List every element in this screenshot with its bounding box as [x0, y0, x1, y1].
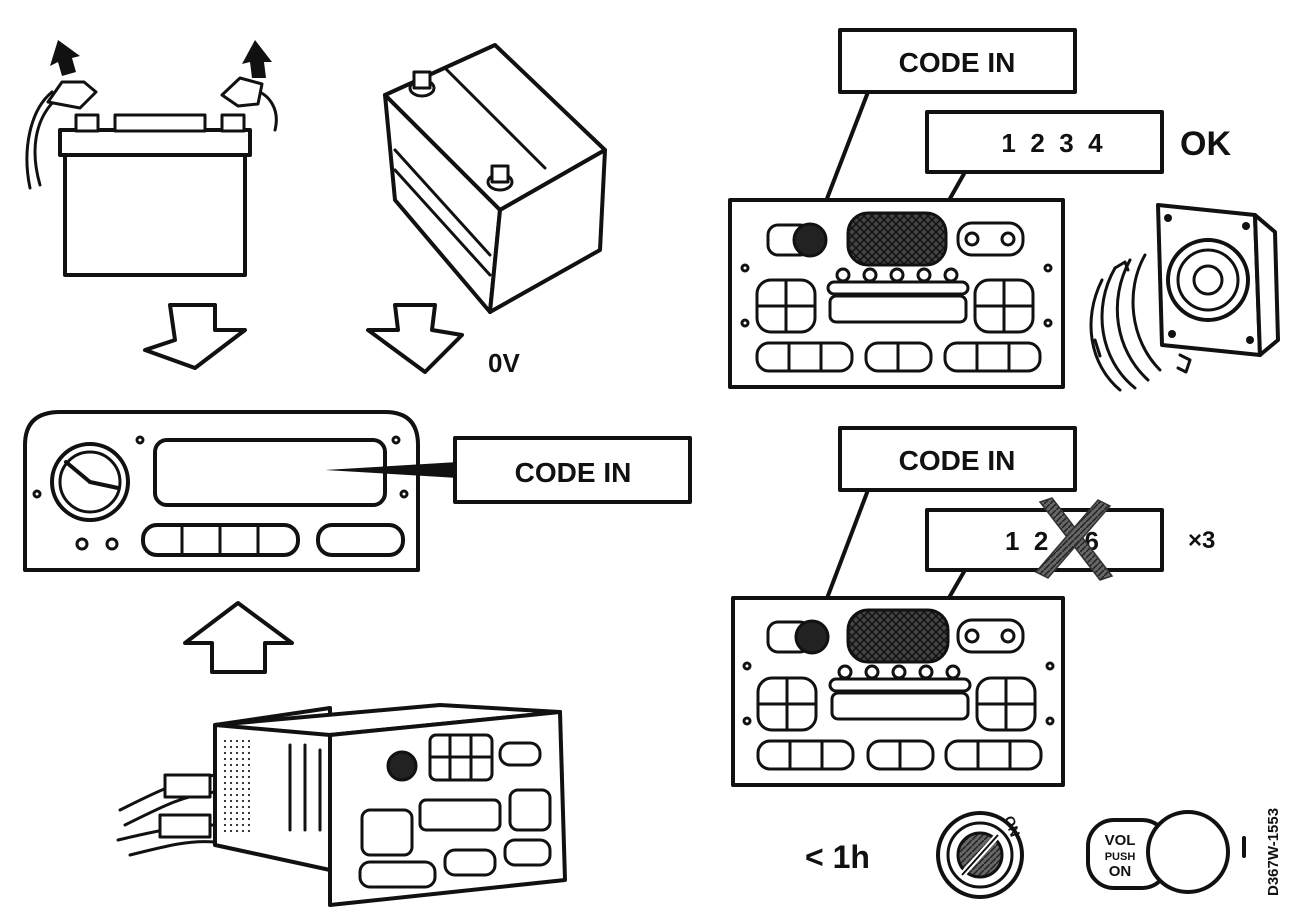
times-three-label: ×3 [1188, 527, 1215, 554]
code-entered-ok-callout [925, 110, 1164, 174]
callout-pointer [325, 462, 458, 478]
key-on-label: ON [1001, 814, 1023, 839]
keypad-highlight [846, 211, 948, 267]
battery-disconnected [25, 40, 278, 277]
arrow-up-icon [242, 40, 272, 78]
figure-id: D367W-1553 [1265, 808, 1282, 896]
cable-clamp-right [220, 76, 264, 108]
code-entered-ok: 1 2 3 4 [1001, 128, 1103, 158]
battery-terminal-right [220, 113, 246, 133]
battery-3d-side [488, 148, 607, 314]
volume-knob [792, 222, 828, 258]
radio-panel-ok [728, 198, 1065, 389]
battery-body [63, 148, 247, 277]
mode-button [316, 523, 405, 557]
arrow-up-icon [50, 40, 80, 76]
code-in-main-label: CODE IN [515, 457, 632, 488]
battery-top-plate [113, 113, 207, 133]
keypad-highlight [846, 608, 950, 664]
code-in-fail-label: CODE IN [899, 445, 1016, 476]
battery-lid [58, 128, 252, 157]
radio-panel-fail [731, 596, 1065, 787]
code-in-callout [453, 436, 692, 504]
code-in-ok-callout [838, 28, 1077, 94]
radio-front-main [23, 410, 458, 572]
block-arrow-icon [183, 601, 294, 674]
x-mark-icon [1034, 497, 1114, 581]
cable-clamp-left [46, 80, 98, 110]
ignition-key-icon [936, 811, 1024, 899]
battery-terminal-left [74, 113, 100, 133]
battery-3d [383, 43, 607, 314]
ok-label: OK [1180, 125, 1231, 163]
code-in-fail-callout [838, 426, 1077, 492]
zero-volt-label: 0V [488, 348, 520, 378]
vol-on-label: ON [1109, 863, 1132, 880]
clock-hands [64, 460, 120, 490]
push-label: PUSH [1105, 851, 1136, 863]
cable-left [33, 98, 57, 187]
radio-display [153, 438, 387, 507]
volume-knob [794, 619, 830, 655]
vol-label: VOL [1105, 832, 1136, 849]
code-entered-fail-callout [925, 508, 1164, 572]
volume-knob-icon [1086, 810, 1246, 894]
speaker-icon [1089, 203, 1280, 392]
sound-waves [1089, 253, 1162, 392]
less-than-hour-label: < 1h [805, 839, 870, 875]
radio-unit-3d [116, 703, 567, 907]
block-arrow-icon [143, 303, 247, 370]
block-arrow-icon [366, 303, 464, 374]
code-in-ok-label: CODE IN [899, 47, 1016, 78]
